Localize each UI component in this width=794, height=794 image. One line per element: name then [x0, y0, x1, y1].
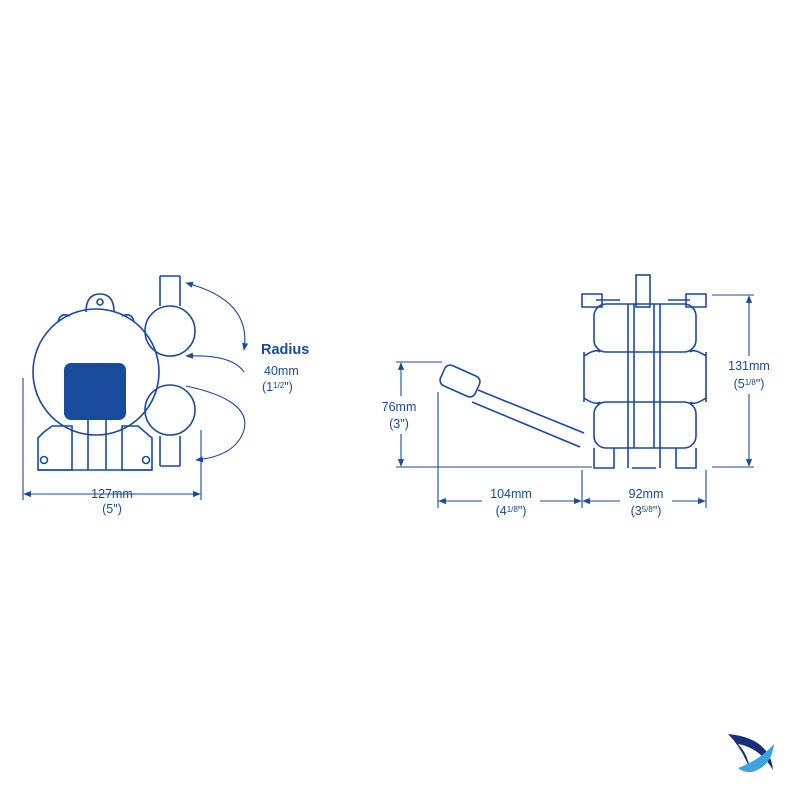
handle-length-mm-label: 104mm — [490, 487, 532, 501]
h131-in-whole: (5 — [734, 377, 745, 391]
depth-in-whole: (3 — [631, 504, 642, 518]
top-lug-hole — [96, 298, 104, 306]
handle-length-in-whole: (4 — [496, 504, 507, 518]
top-tube — [635, 274, 651, 308]
radius-arc-upper — [185, 281, 249, 351]
top-lug — [85, 293, 115, 313]
base-feet — [593, 448, 697, 469]
radius-mm-label: 40mm — [264, 364, 299, 378]
depth-label-bg — [620, 486, 672, 520]
base-plate-right — [121, 425, 153, 471]
upper-housing — [593, 303, 697, 353]
handle-socket — [64, 363, 126, 420]
radius-arc-mid — [185, 352, 245, 373]
base-bolt-left — [39, 455, 49, 465]
h131-in-frac: 1/8 — [745, 378, 757, 387]
h76-label-bg — [378, 396, 422, 434]
h131-in-label: (51/8") — [734, 377, 765, 391]
handle-length-in-close: ") — [518, 504, 527, 518]
handle-length-label-bg — [482, 486, 540, 520]
handle-grip — [439, 364, 481, 398]
depth-mm-label: 92mm — [629, 487, 664, 501]
housing-body — [583, 349, 707, 405]
h131-label-bg — [724, 356, 776, 394]
top-flange — [581, 293, 707, 308]
center-column — [627, 304, 661, 468]
upper-port — [144, 305, 196, 357]
width-mm-label: 127mm — [91, 487, 133, 501]
base-bolt-right — [141, 455, 151, 465]
lower-port — [144, 384, 196, 436]
radius-title: Radius — [261, 342, 309, 358]
lower-housing — [593, 401, 697, 449]
pump-stem — [87, 420, 107, 470]
logo-swoosh-dark — [728, 734, 773, 770]
h76-in-label: (3") — [389, 417, 409, 431]
front-view: 127mm (5") Radius 40mm (11/2") — [22, 275, 309, 516]
handle-shaft — [471, 389, 585, 448]
depth-in-label: (35/8") — [631, 504, 662, 518]
radius-in-label: (11/2") — [262, 380, 293, 394]
h131-in-close: ") — [756, 377, 765, 391]
depth-in-frac: 5/8 — [642, 505, 654, 514]
hose-tube — [159, 275, 181, 467]
right-lug — [121, 314, 135, 323]
handle-length-in-label: (41/8") — [496, 504, 527, 518]
side-view: 76mm (3") 131mm (51/8") 104mm (41/8") 92… — [378, 274, 776, 520]
logo-swoosh-light — [738, 744, 774, 773]
width-in-label: (5") — [102, 502, 122, 516]
handle-length-in-frac: 1/8 — [507, 505, 519, 514]
radius-in-close: ") — [284, 380, 293, 394]
depth-in-close: ") — [653, 504, 662, 518]
radius-arc-lower — [185, 385, 246, 463]
left-lug — [57, 314, 71, 323]
radius-in-whole: (1 — [262, 380, 273, 394]
pump-body-outline — [32, 308, 160, 436]
h131-mm-label: 131mm — [728, 359, 770, 373]
h76-mm-label: 76mm — [382, 400, 417, 414]
brand-swoosh-logo — [728, 734, 774, 773]
radius-in-frac: 1/2 — [273, 381, 285, 390]
